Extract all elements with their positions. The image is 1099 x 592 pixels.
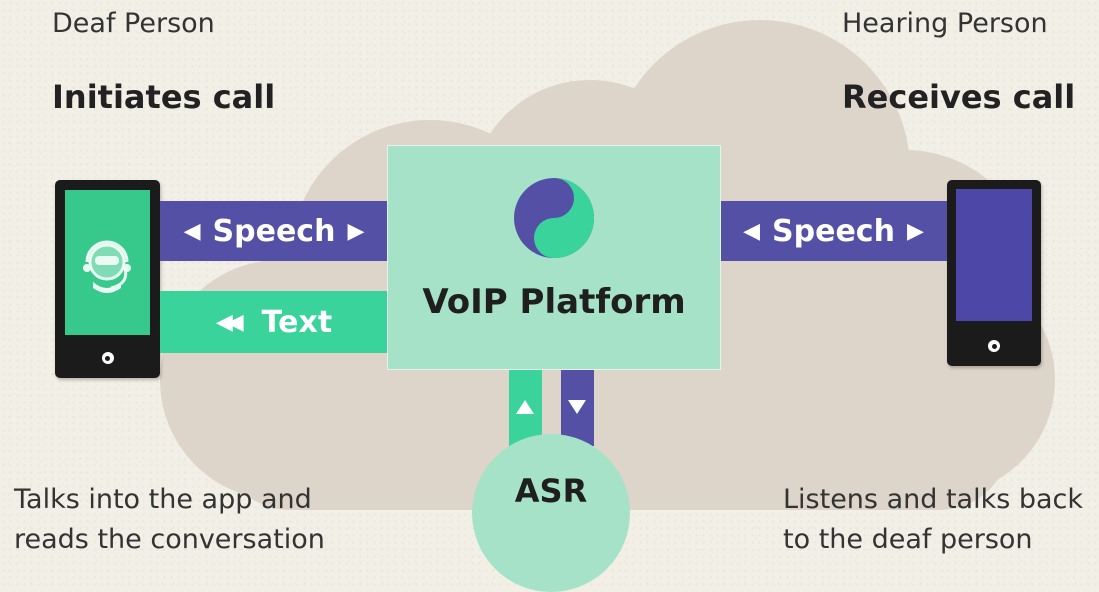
asr-circle: ASR xyxy=(472,434,630,592)
double-arrow-left-icon: ◀◀ xyxy=(215,309,244,335)
arrow-down-icon xyxy=(568,400,586,414)
arrow-left-icon: ◀ xyxy=(743,218,761,244)
left-text-label: Text xyxy=(261,304,333,340)
left-phone-home-button xyxy=(101,352,114,364)
right-action-label: Receives call xyxy=(842,78,1076,116)
left-phone-screen xyxy=(65,190,150,335)
right-description: Listens and talks back to the deaf perso… xyxy=(783,480,1083,560)
left-description-line1: Talks into the app and xyxy=(14,484,312,515)
left-speech-label: Speech xyxy=(212,213,336,249)
asr-label: ASR xyxy=(514,472,588,510)
left-description-line2: reads the conversation xyxy=(14,524,325,555)
left-description: Talks into the app and reads the convers… xyxy=(14,480,325,560)
right-phone-home-button xyxy=(988,340,1000,352)
arrow-left-icon: ◀ xyxy=(183,218,201,244)
right-speech-label: Speech xyxy=(772,213,895,249)
hearing-person-phone xyxy=(947,180,1041,366)
left-speech-link: ◀ Speech ▶ xyxy=(160,201,388,261)
swirl-logo-icon xyxy=(514,178,594,258)
right-description-line2: to the deaf person xyxy=(783,524,1033,555)
right-phone-screen xyxy=(956,189,1032,321)
arrow-right-icon: ▶ xyxy=(347,218,365,244)
deaf-person-phone xyxy=(55,180,160,378)
asr-up-link xyxy=(509,370,542,446)
voip-platform-label: VoIP Platform xyxy=(422,282,686,322)
left-role-label: Deaf Person xyxy=(52,8,215,39)
headset-avatar-icon xyxy=(83,240,131,293)
right-description-line1: Listens and talks back xyxy=(783,484,1084,515)
voip-platform-box: VoIP Platform xyxy=(387,145,721,370)
left-text-link: ◀◀ Text xyxy=(160,291,388,353)
asr-down-link xyxy=(561,370,594,446)
left-action-label: Initiates call xyxy=(52,78,276,116)
arrow-right-icon: ▶ xyxy=(906,218,924,244)
right-role-label: Hearing Person xyxy=(842,8,1048,39)
right-speech-link: ◀ Speech ▶ xyxy=(720,201,947,261)
arrow-up-icon xyxy=(516,400,534,414)
